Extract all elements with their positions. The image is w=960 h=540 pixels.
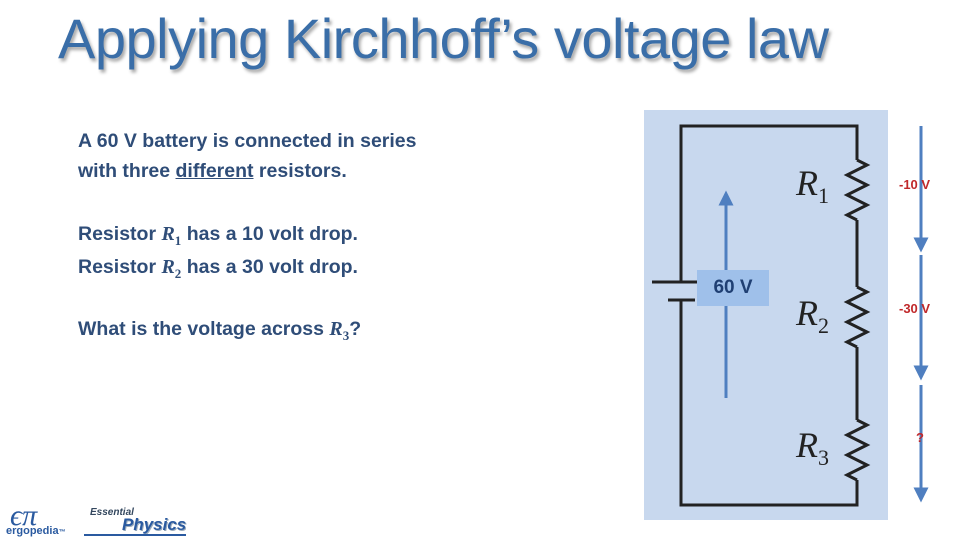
drop-label-r3: ?: [916, 430, 924, 445]
logo-series-small: Essential: [90, 507, 134, 518]
problem-line-2: with three different resistors.: [78, 160, 347, 182]
logo-underline: [84, 534, 186, 536]
resistor-r3: [843, 418, 871, 482]
circuit-wire: [679, 124, 859, 282]
emphasis-different: different: [175, 160, 254, 182]
battery-voltage-label: 60 V: [697, 270, 769, 306]
resistor-r2: [843, 285, 871, 349]
resistor-label-r3: R3: [796, 425, 829, 471]
resistor-label-r2: R2: [796, 293, 829, 339]
drop-label-r2: -30 V: [899, 301, 931, 316]
logo-series-main: Physics: [122, 515, 187, 534]
logo-name: ergopedia™: [6, 525, 66, 537]
resistor-r1: [843, 158, 871, 222]
problem-line-1: A 60 V battery is connected in series: [78, 130, 417, 152]
resistor-label-r1: R1: [796, 163, 829, 209]
ergopedia-logo: ϵπ ergopedia™ Essential Physics: [4, 499, 224, 540]
resistor-1-statement: Resistor R1 has a 10 volt drop.: [78, 223, 358, 248]
question: What is the voltage across R3?: [78, 318, 362, 343]
circuit-panel: [644, 110, 888, 520]
circuit-wire-bottom: [679, 300, 859, 507]
slide-title: Applying Kirchhoff’s voltage law: [58, 7, 829, 70]
drop-label-r1: -10 V: [899, 177, 931, 192]
logo-symbol: ϵπ: [10, 499, 38, 532]
resistor-2-statement: Resistor R2 has a 30 volt drop.: [78, 256, 358, 281]
